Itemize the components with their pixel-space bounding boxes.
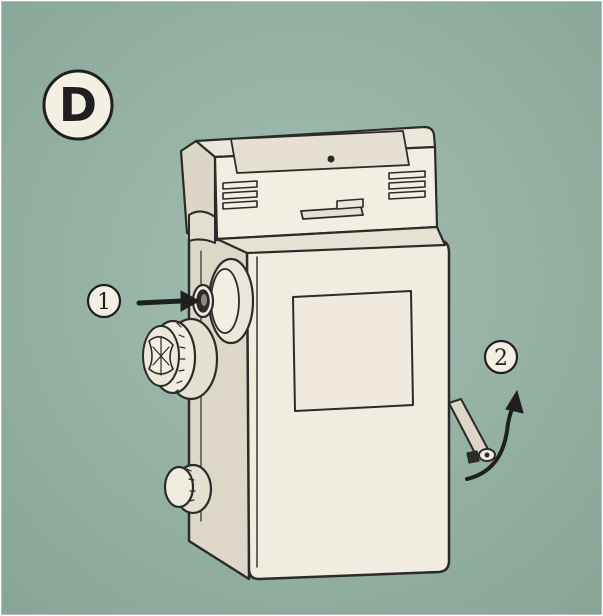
callout-1-number: 1 <box>97 290 111 315</box>
callout-2: 2 <box>485 341 517 373</box>
viewfinder-window <box>231 131 409 173</box>
panel-label: D <box>59 78 97 132</box>
viewfinder-screw <box>328 156 334 162</box>
callout-1: 1 <box>88 285 120 317</box>
viewfinder-vents-left <box>223 181 257 209</box>
panel-label-badge: D <box>44 71 112 139</box>
callout-2-number: 2 <box>494 346 508 371</box>
strap-lug <box>189 211 215 243</box>
rear-label-plate <box>293 291 413 411</box>
viewfinder-vents-right <box>389 171 425 199</box>
camera-body <box>247 241 449 579</box>
